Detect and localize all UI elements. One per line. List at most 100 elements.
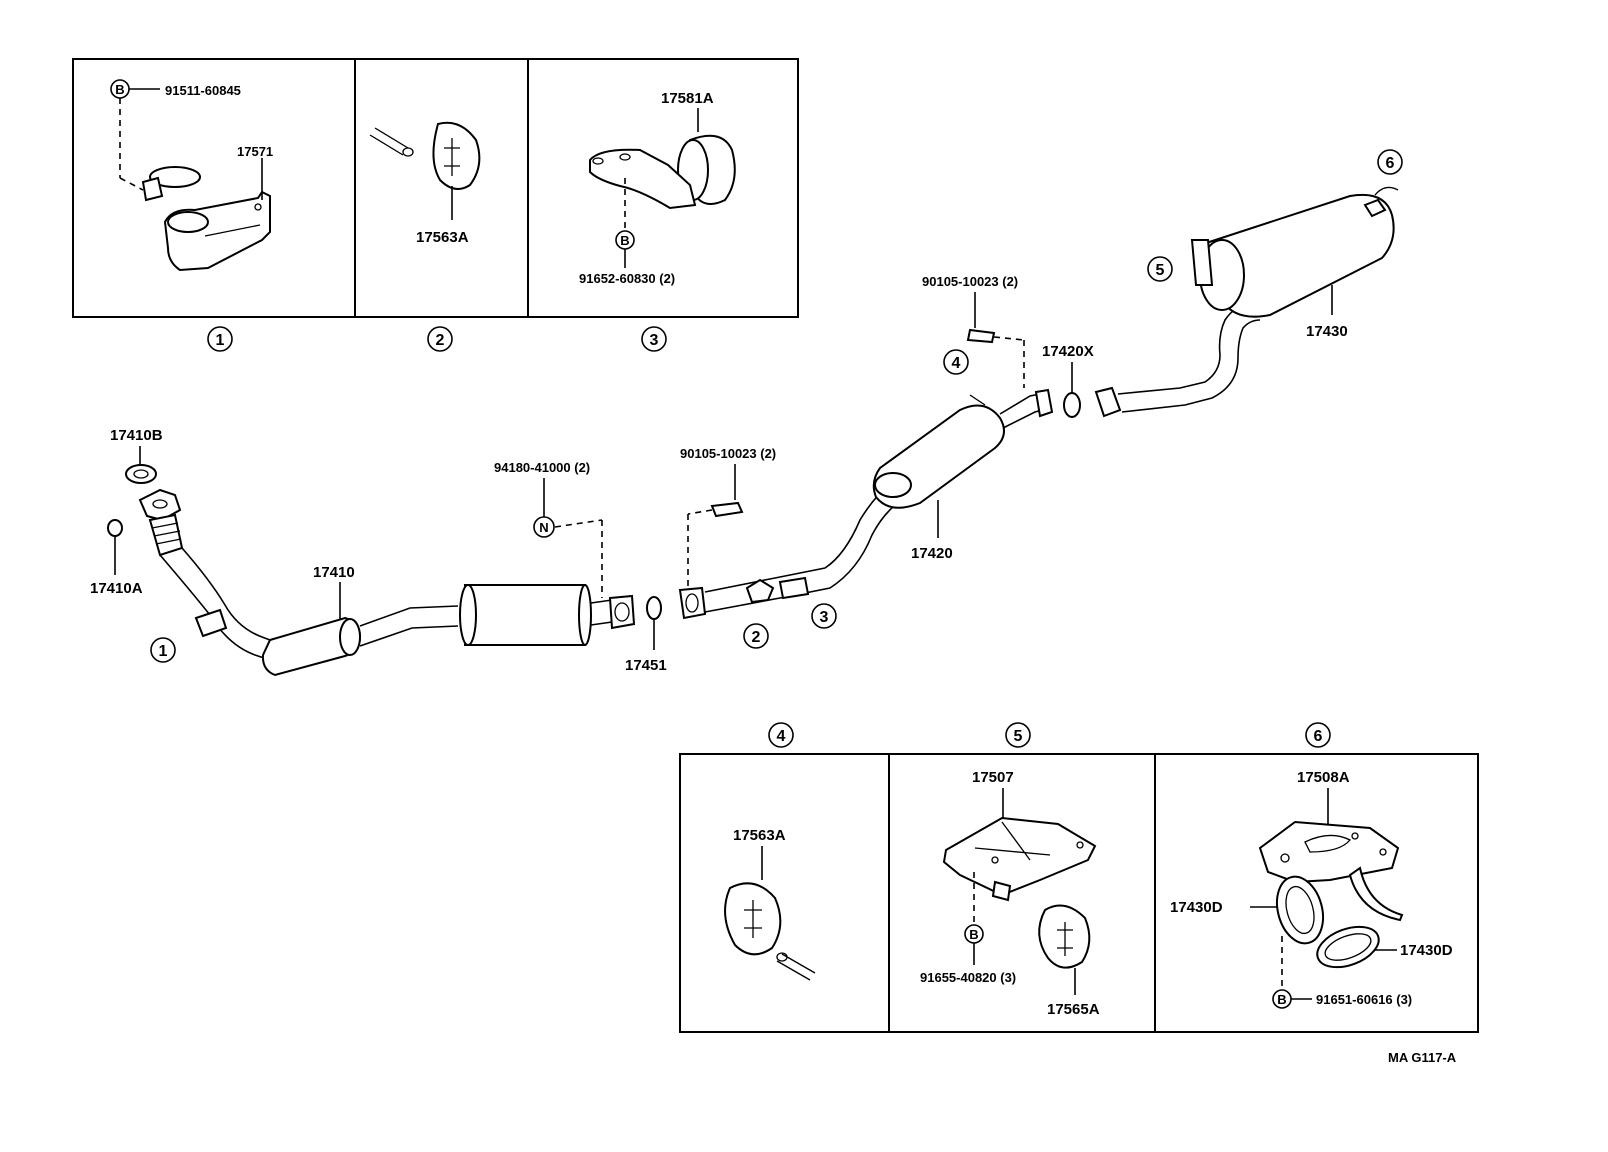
bolt-hole-icon (1351, 832, 1359, 840)
part-label-bolt: 91651-60616 (3) (1316, 992, 1412, 1007)
callout-2 (743, 623, 769, 649)
pipe-flange-icon (608, 594, 636, 630)
callout-6 (1305, 722, 1331, 748)
pipe-stub (590, 621, 613, 626)
rubber-hanger-icon (1038, 904, 1091, 969)
bolt-icon (710, 501, 744, 518)
callout-2-number: 2 (436, 332, 445, 349)
muffler-end-icon (578, 584, 592, 646)
bolt-hole-icon (254, 203, 262, 211)
callout-1 (150, 637, 176, 663)
hanger-slot-icon (1057, 922, 1073, 956)
hanger-rod-icon (369, 134, 404, 156)
gasket-icon (125, 464, 157, 484)
gasket-icon (646, 596, 662, 620)
part-label-front-pipe: 17410 (313, 564, 355, 581)
tail-pipe-assembly: 6 5 17430 (1094, 149, 1403, 418)
muffler-end-icon (874, 472, 912, 498)
inset-4-rubber-hanger: 17563A (724, 827, 816, 981)
gasket-hole (133, 469, 149, 479)
flex-joint-icon (148, 513, 184, 557)
callout-5 (1005, 722, 1031, 748)
part-label-bolt-center: 90105-10023 (2) (680, 446, 776, 461)
callout-2 (427, 326, 453, 352)
callout-5-number: 5 (1156, 262, 1165, 279)
muffler-bracket-icon (1363, 198, 1387, 218)
inset-1-exhaust-clamp: B 91511-60845 17571 (110, 79, 273, 272)
pipe-clamp-icon (194, 608, 228, 638)
pipe-flange-icon (1034, 388, 1054, 418)
bracket-edge (974, 821, 1051, 861)
ring-inner (1285, 885, 1315, 935)
front-pipe-mid-upper (359, 605, 459, 627)
callout-4-number: 4 (952, 355, 961, 372)
rod-end-icon (402, 147, 414, 157)
part-label-hanger: 17563A (416, 229, 469, 246)
rubber-hanger-icon (432, 121, 481, 190)
part-label-nut-kit: 94180-41000 (2) (494, 460, 590, 475)
center-pipe-assembly: 90105-10023 (2) 2 3 17420 4 90105-10023 … (678, 274, 1094, 649)
center-pipe-rear-lower (1002, 409, 1043, 429)
part-label-bracket: 17508A (1297, 769, 1350, 786)
part-label-bolt: 91655-40820 (3) (920, 970, 1016, 985)
inset-3-support: 17581A B 91652-60830 (2) (579, 90, 736, 286)
part-label-tail-pipe: 17430 (1306, 323, 1348, 340)
dashed-leader (554, 519, 603, 528)
flex-corrugation (151, 522, 182, 545)
hanger-slot-icon (744, 900, 762, 938)
hanger-slot-icon (444, 138, 460, 176)
callout-4 (768, 722, 794, 748)
pipe-flange-icon (1094, 386, 1122, 418)
bolt-badge-label: B (115, 82, 124, 97)
front-pipe-assembly: 17410B 17410A 1 17410 N 94180- (90, 427, 667, 677)
inset-6-bracket-rings: 17508A 17430D 17430D B 91651-60616 (3) (1170, 769, 1453, 1009)
nut-badge-label: N (539, 520, 548, 535)
callout-4-number: 4 (777, 728, 786, 745)
flange-icon (138, 488, 182, 522)
part-label-bracket: 17507 (972, 769, 1014, 786)
hanger-rod-icon (969, 394, 986, 406)
top-inset-frame (72, 58, 799, 318)
callout-4 (943, 349, 969, 375)
part-label-nut: 17410A (90, 580, 143, 597)
front-muffler-icon (464, 584, 586, 646)
callout-6-number: 6 (1314, 728, 1323, 745)
bracket-edge (204, 224, 261, 237)
muffler-bracket-icon (942, 816, 1097, 897)
part-label-support: 17581A (661, 90, 714, 107)
bolt-hole-icon (1379, 848, 1387, 856)
callout-5 (1147, 256, 1173, 282)
figure-code: MA G117-A (1388, 1050, 1457, 1065)
muffler-hook-icon (1374, 186, 1399, 196)
callout-6-number: 6 (1386, 155, 1395, 172)
part-label-gasket-top: 17410B (110, 427, 163, 444)
bolt-hole-icon (1076, 841, 1084, 849)
part-label-gasket-center: 17451 (625, 657, 667, 674)
muffler-hanger-icon (1190, 239, 1214, 286)
top-insets (72, 58, 799, 318)
dashed-leader (119, 177, 144, 191)
gasket-icon (1063, 392, 1081, 418)
bolt-hole-icon (991, 856, 999, 864)
hanger-bracket-icon (778, 576, 810, 600)
bolt-hole-icon (1280, 853, 1290, 863)
dashed-leader (687, 509, 713, 515)
rod-end-icon (776, 952, 788, 962)
muffler-end-icon (459, 584, 477, 646)
callout-2-number: 2 (752, 629, 761, 646)
bolt-icon (966, 328, 996, 344)
callout-1-number: 1 (159, 643, 168, 660)
front-pipe-mid-lower (359, 625, 459, 647)
part-label-bolt-rear: 90105-10023 (2) (922, 274, 1018, 289)
hanger-bracket-icon (745, 578, 775, 604)
front-pipe-upper (159, 554, 271, 661)
part-label-center-pipe: 17420 (911, 545, 953, 562)
part-label-hanger: 17563A (733, 827, 786, 844)
part-label-hanger: 17565A (1047, 1001, 1100, 1018)
center-pipe-lower (704, 497, 906, 613)
callout-6 (1377, 149, 1403, 175)
bracket-slot (1304, 834, 1352, 853)
pipe-end-icon (167, 211, 209, 233)
pipe-stub (590, 599, 613, 604)
tail-pipe-upper (1117, 304, 1251, 395)
